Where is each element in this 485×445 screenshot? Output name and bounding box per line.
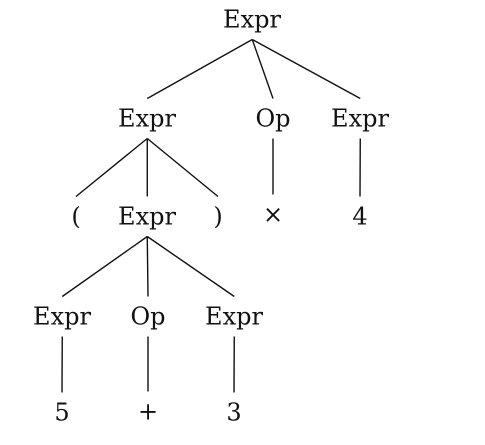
node-expr-five: Expr xyxy=(33,303,91,331)
node-expr-three: Expr xyxy=(205,303,263,331)
node-op-times: Op xyxy=(255,105,290,133)
node-op-plus: Op xyxy=(130,303,165,331)
tree-edges xyxy=(61,38,361,393)
node-expr-left: Expr xyxy=(118,105,176,133)
node-expr-root: Expr xyxy=(223,6,281,34)
edge-expr-root-to-op-times xyxy=(251,39,274,99)
edge-expr-inner-to-op-plus xyxy=(146,236,149,297)
node-rparen: ) xyxy=(213,203,222,231)
node-plus-symbol: + xyxy=(138,398,158,426)
tree-node-labels: Expr Expr Op Expr ( Expr ) × 4 Expr Op E… xyxy=(33,6,389,427)
node-three: 3 xyxy=(226,399,241,427)
edge-expr-left-to-rparen xyxy=(146,137,219,198)
node-expr-right: Expr xyxy=(331,105,389,133)
edge-expr-left-to-lparen xyxy=(75,137,148,198)
edge-expr-root-to-expr-left xyxy=(146,38,253,100)
node-five: 5 xyxy=(54,399,69,427)
node-expr-inner: Expr xyxy=(118,203,176,231)
node-times-symbol: × xyxy=(263,201,283,229)
node-four: 4 xyxy=(352,203,367,231)
edge-expr-inner-to-expr-three xyxy=(146,235,235,298)
edge-expr-root-to-expr-right xyxy=(251,38,361,100)
edge-expr-inner-to-expr-five xyxy=(61,235,148,298)
node-lparen: ( xyxy=(71,203,80,231)
